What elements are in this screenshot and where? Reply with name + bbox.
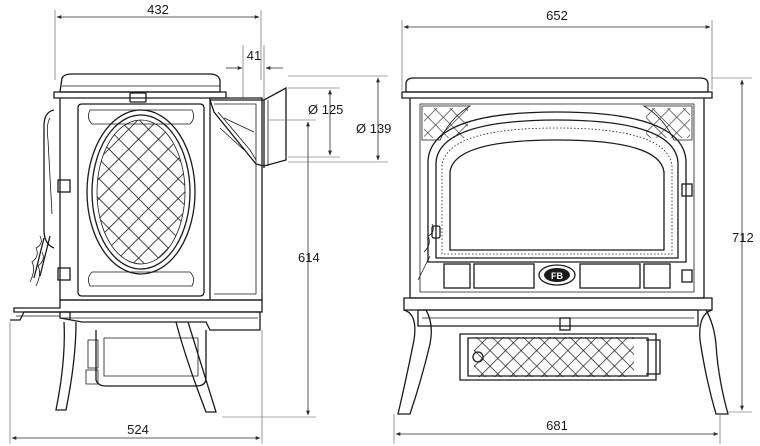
dimension-front-width-bottom: 681 <box>393 414 721 444</box>
logo-badge: FB <box>538 264 576 286</box>
front-width-top-label: 652 <box>546 8 568 23</box>
side-width-top-label: 432 <box>147 2 169 17</box>
logo-text: FB <box>551 271 563 281</box>
side-view: 432 <box>9 2 391 444</box>
dimension-side-width-top: 432 <box>54 2 262 80</box>
front-view: 652 FB <box>393 8 754 444</box>
side-depth-bottom-label: 524 <box>127 422 149 437</box>
dimension-front-height: 712 <box>712 77 754 413</box>
flue-height-label: 614 <box>298 250 320 265</box>
dimension-flue-offset: 41 <box>226 45 283 100</box>
flue-offset-label: 41 <box>247 48 261 63</box>
dimension-side-depth-bottom: 524 <box>9 322 263 444</box>
flue-outer-label: Ø 139 <box>356 121 391 136</box>
front-height-label: 712 <box>732 230 754 245</box>
oval-door-lattice <box>97 120 185 264</box>
dimension-flue-outer: Ø 139 <box>288 75 391 163</box>
dimension-flue-inner: Ø 125 <box>288 87 343 158</box>
dimension-flue-height: 614 <box>222 119 320 418</box>
flue-inner-label: Ø 125 <box>308 102 343 117</box>
ashpan-lattice <box>474 337 634 377</box>
dimension-front-width-top: 652 <box>401 8 713 90</box>
front-width-bottom-label: 681 <box>546 418 568 433</box>
